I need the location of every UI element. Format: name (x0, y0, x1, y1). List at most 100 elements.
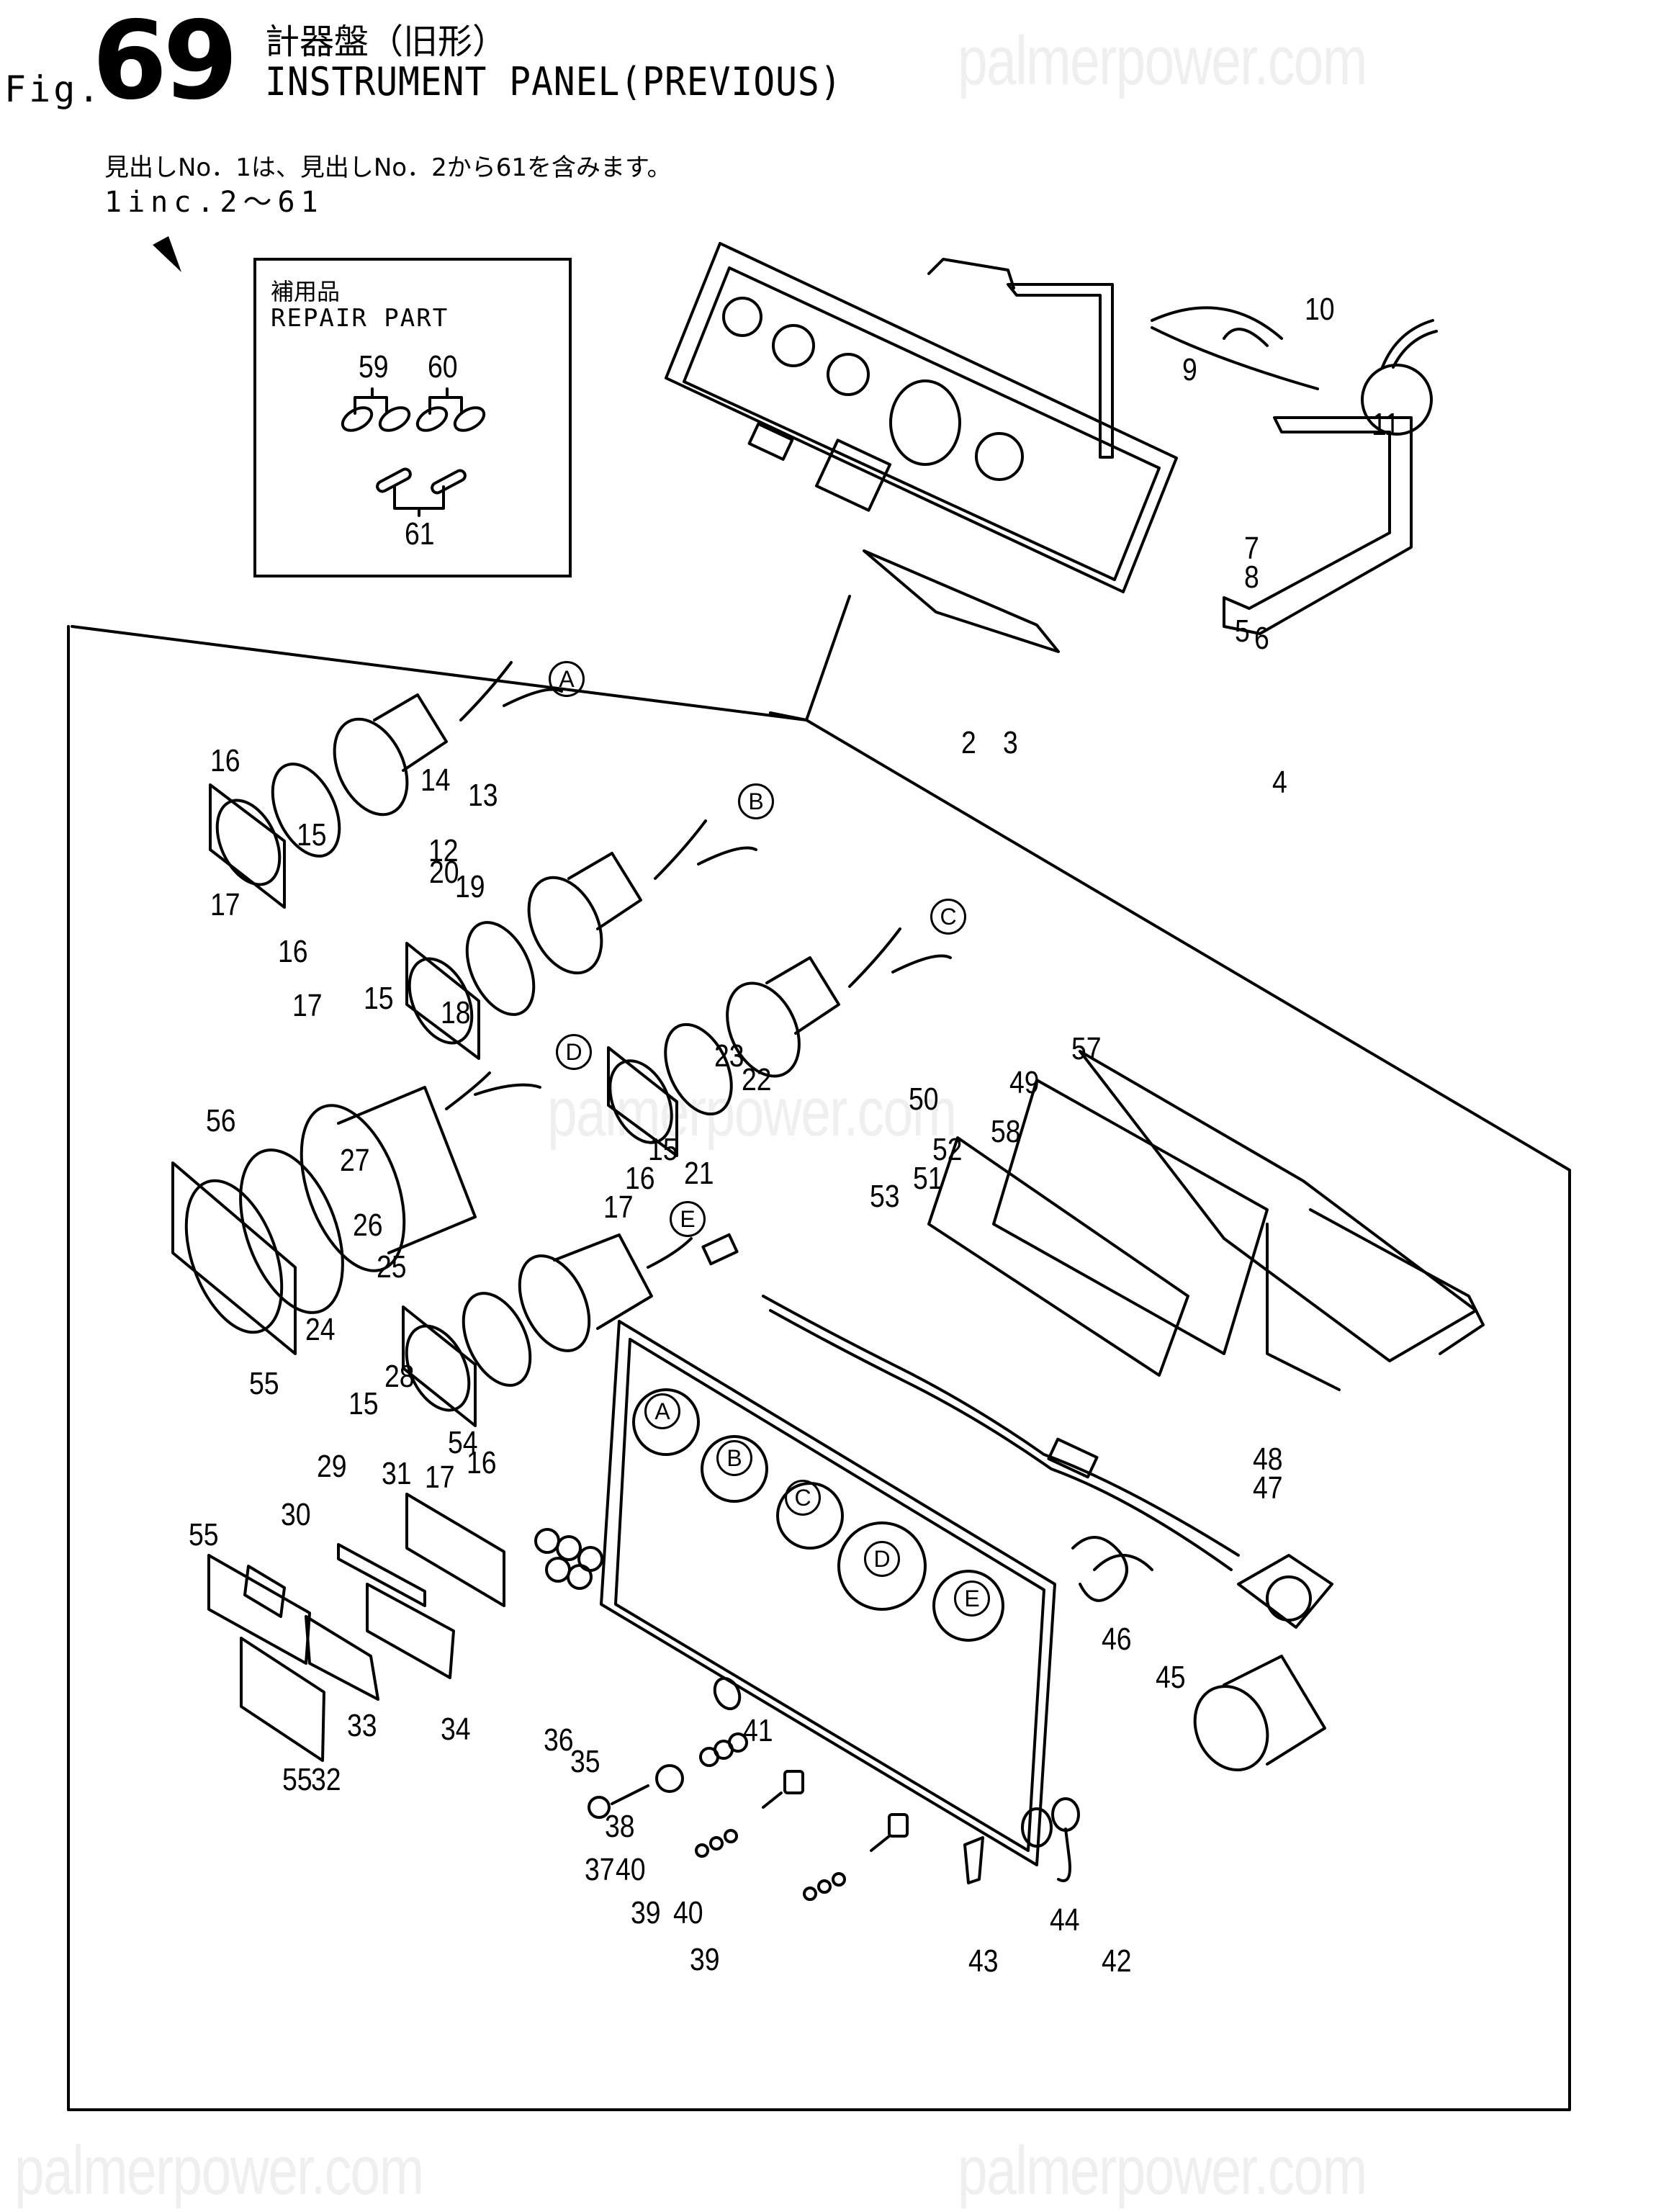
hour-meter-assembly-e (402, 1233, 739, 1427)
callout-label: 46 (1102, 1622, 1132, 1657)
callout-label: 11 (1372, 407, 1400, 442)
callout-label: 7 (1244, 531, 1259, 566)
wire-harness-9 (1151, 306, 1319, 390)
assembled-instrument-panel (665, 242, 1178, 653)
callout-label: 41 (743, 1713, 773, 1748)
wire-harness-45 (762, 1295, 1333, 1629)
watermark: palmerpower.com (958, 22, 1367, 99)
callout-label: 15 (297, 817, 327, 853)
callout-label: 13 (468, 778, 498, 813)
callout-label: 51 (913, 1161, 943, 1196)
callout-label: 55 (282, 1762, 312, 1797)
callout-label: 53 (870, 1179, 900, 1214)
connector-marker-a: A (644, 1393, 680, 1429)
connector-marker-e: E (954, 1581, 990, 1617)
callout-label: 5 (1235, 613, 1250, 649)
connector-marker-b: B (716, 1440, 752, 1476)
switch-39-a (695, 1770, 804, 1858)
display-bezel-29 (207, 1543, 426, 1665)
callout-label: 49 (1009, 1065, 1040, 1100)
callout-label: 50 (909, 1082, 939, 1117)
connector-marker-d: D (864, 1541, 900, 1577)
callout-label: 15 (348, 1386, 379, 1421)
knob-41 (713, 1676, 742, 1711)
callout-label: 43 (968, 1943, 999, 1979)
connector-marker-d: D (556, 1034, 592, 1070)
bulb-cluster-36 (534, 1528, 603, 1590)
watermark: palmerpower.com (958, 2132, 1367, 2209)
bracket-left (1007, 283, 1114, 459)
callout-label: 40 (616, 1852, 646, 1887)
callout-label: 60 (428, 349, 458, 385)
callout-label: 3 (1003, 725, 1018, 760)
connector-marker-c: C (930, 899, 966, 935)
key-switch-parts-43-44 (963, 1797, 1080, 1884)
inclusion-note-english: 1inc.2～61 (104, 186, 324, 219)
lamp-housing-34 (366, 1583, 455, 1679)
callout-label: 33 (347, 1708, 377, 1743)
circuit-board-assembly (927, 1050, 1485, 1391)
title-japanese: 計器盤（旧形） (265, 22, 508, 62)
callout-label: 12 (428, 833, 459, 868)
callout-label: 56 (206, 1103, 236, 1138)
callout-label: 55 (249, 1366, 279, 1401)
repair-part-title-en: REPAIR PART (271, 304, 449, 333)
callout-label: 23 (714, 1038, 744, 1074)
bulb-59-icon (341, 387, 411, 432)
callout-label: 40 (673, 1895, 703, 1930)
pilot-lamp-37 (588, 1732, 748, 1819)
figure-prefix: Fig. (4, 68, 103, 110)
panel-leader-lines (67, 595, 1571, 2111)
callout-label: 4 (1272, 765, 1287, 800)
callout-label: 22 (742, 1062, 772, 1097)
gauge-assembly-c (607, 927, 952, 1157)
callout-label: 18 (441, 995, 471, 1030)
callout-label: 44 (1050, 1902, 1080, 1938)
callout-label: 17 (210, 887, 240, 922)
callout-label: 58 (991, 1114, 1021, 1149)
callout-label: 54 (448, 1425, 478, 1460)
callout-label: 38 (605, 1809, 635, 1844)
callout-label: 8 (1244, 559, 1259, 595)
bulb-sockets-46 (1071, 1536, 1153, 1602)
lamp-cover-32 (240, 1637, 325, 1762)
connector-marker-c: C (785, 1480, 821, 1516)
callout-label: 19 (455, 869, 485, 904)
callout-label: 21 (684, 1156, 714, 1191)
callout-label: 10 (1305, 292, 1335, 327)
watermark: palmerpower.com (14, 2132, 424, 2209)
callout-label: 36 (544, 1722, 574, 1758)
repair-part-title-jp: 補用品 (271, 278, 341, 305)
callout-label: 29 (317, 1449, 347, 1484)
lamp-frame-33 (305, 1615, 379, 1701)
callout-label: 48 (1253, 1442, 1283, 1477)
callout-label: 27 (340, 1143, 370, 1178)
callout-label: 34 (441, 1712, 471, 1747)
connector-marker-b: B (738, 783, 774, 819)
tachometer-assembly-d (171, 1071, 541, 1355)
callout-label: 45 (1156, 1660, 1186, 1695)
callout-label: 16 (625, 1161, 655, 1196)
switch-39-b (803, 1813, 909, 1901)
callout-label: 24 (305, 1312, 336, 1347)
callout-label: 16 (210, 743, 240, 778)
callout-label: 57 (1071, 1031, 1102, 1066)
title-english: INSTRUMENT PANEL(PREVIOUS) (265, 59, 842, 104)
fuse-61-icon (376, 467, 467, 517)
display-gasket-31 (405, 1493, 505, 1607)
callout-label: 52 (932, 1132, 963, 1167)
callout-label: 37 (585, 1852, 615, 1887)
connector-marker-e: E (670, 1201, 706, 1237)
callout-label: 14 (420, 763, 451, 798)
bracket-4 (1223, 416, 1413, 635)
callout-label: 16 (278, 934, 308, 969)
callout-label: 39 (690, 1942, 720, 1977)
callout-label: 35 (570, 1744, 600, 1779)
callout-label: 47 (1253, 1470, 1283, 1506)
buzzer-10 (1361, 319, 1438, 436)
direction-arrow-icon (153, 236, 181, 272)
connector-marker-a: A (549, 661, 585, 697)
inclusion-note-japanese: 見出しNo．1は、見出しNo．2から61を含みます。 (104, 153, 672, 182)
callout-label: 17 (603, 1190, 634, 1225)
